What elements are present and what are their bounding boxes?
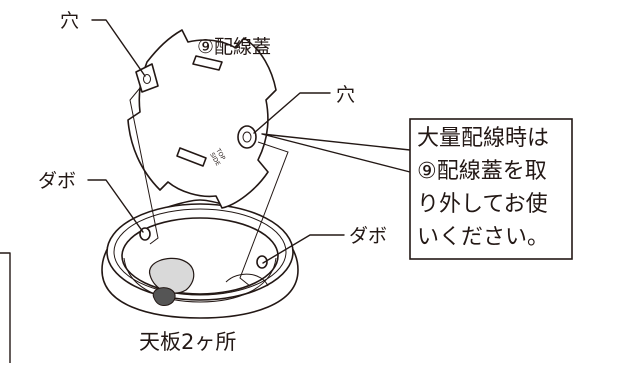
grommet	[101, 199, 299, 319]
label-dowel-right: ダボ	[349, 225, 387, 247]
label-wiring-cover: ⑨配線蓋	[197, 36, 271, 58]
callout-leaders	[87, 19, 411, 264]
caption-two-places: 天板2ヶ所	[139, 330, 236, 354]
note-line-1: 大量配線時は	[417, 126, 549, 151]
note-line-2: ⑨配線蓋を取	[417, 159, 547, 184]
label-hole-top: 穴	[60, 10, 79, 32]
note-line-4: いください。	[417, 225, 549, 250]
note-box: 大量配線時は ⑨配線蓋を取 り外してお使 いください。	[409, 118, 573, 260]
frame-edge	[0, 252, 11, 364]
wiring-cover: TOP SIDE	[127, 29, 277, 209]
label-hole-right: 穴	[336, 84, 355, 106]
label-dowel-left: ダボ	[38, 170, 76, 192]
note-line-3: り外してお使	[417, 192, 548, 217]
guide-lines	[129, 87, 289, 287]
